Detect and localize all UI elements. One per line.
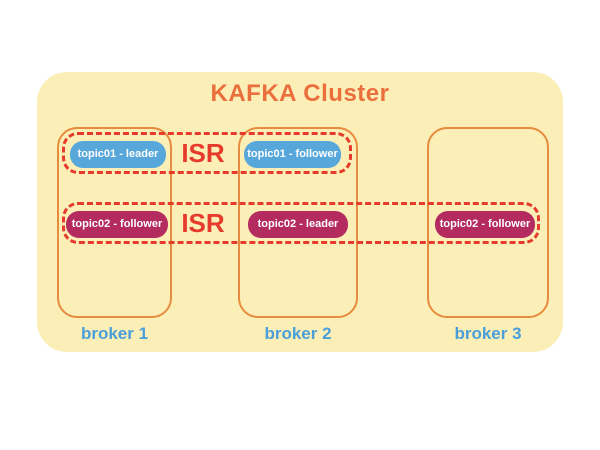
partition-badge-broker1-topic01-leader: topic01 - leader xyxy=(70,141,166,168)
isr-group-topic01-outline xyxy=(62,132,352,174)
isr-label-topic02: ISR xyxy=(181,208,225,238)
isr-group-topic02-outline xyxy=(62,202,540,244)
partition-badge-broker2-topic02-leader: topic02 - leader xyxy=(248,211,348,238)
broker-2-label: broker 2 xyxy=(264,324,332,343)
diagram-title: KAFKA Cluster xyxy=(210,80,390,107)
broker-2-box xyxy=(238,127,358,318)
broker-1-box xyxy=(57,127,172,318)
broker-1-label: broker 1 xyxy=(80,324,149,343)
broker-3-box xyxy=(427,127,549,318)
broker-3-label: broker 3 xyxy=(454,324,522,343)
partition-badge-broker3-topic02-follower: topic02 - follower xyxy=(435,211,535,238)
isr-label-topic01: ISR xyxy=(181,138,225,168)
partition-badge-broker1-topic02-follower: topic02 - follower xyxy=(66,211,168,238)
partition-badge-broker2-topic01-follower: topic01 - follower xyxy=(244,141,341,168)
